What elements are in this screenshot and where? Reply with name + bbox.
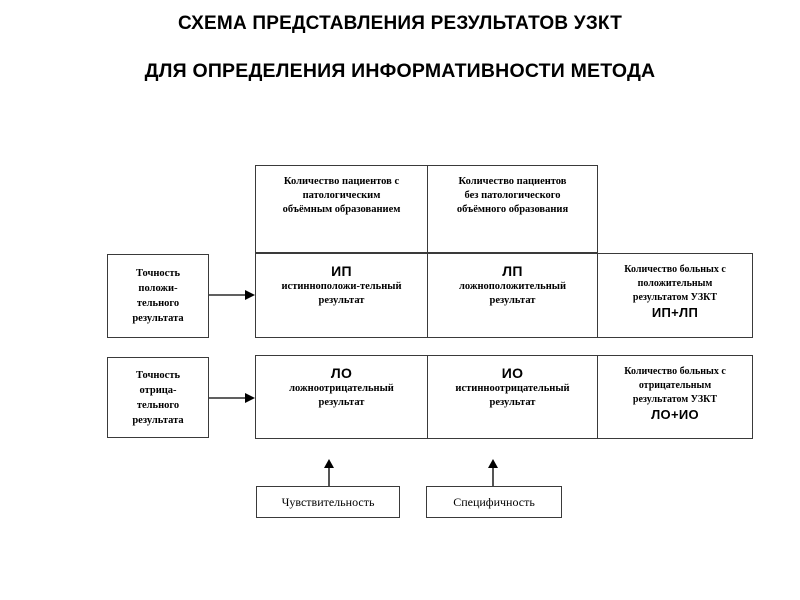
header-col2-line1: Количество пациентов [458,176,567,187]
total-negative-line3: результатом УЗКТ [632,394,718,405]
sensitivity-label: Чувствительность [281,495,375,509]
title-line-1: СХЕМА ПРЕДСТАВЛЕНИЯ РЕЗУЛЬТАТОВ УЗКТ [177,13,623,34]
total-negative-line2: отрицательным [638,380,712,391]
header-cell-without-pathology: Количество пациентов без патологического… [427,165,598,253]
cell-true-negative-desc2: результат [489,397,536,408]
header-col2-line2: без патологического [464,190,561,201]
label-positive-accuracy: Точность положи- тельного результата [107,254,209,338]
header-col1-line1: Количество пациентов с [283,176,400,187]
cell-false-negative-desc1: ложноотрицательный [289,383,394,394]
label-positive-line1: Точность [135,268,181,279]
cell-false-negative: ЛО ложноотрицательный результат [255,355,428,439]
cell-true-positive: ИП истинноположи-тельный результат [255,253,428,338]
box-specificity: Специфичность [426,486,562,518]
cell-true-positive-desc1: истинноположи-тельный [281,281,402,292]
total-negative-formula: ЛО+ИО [651,407,699,422]
label-positive-line2: положи- [138,283,178,294]
total-positive-line2: положительным [637,278,713,289]
page-title: СХЕМА ПРЕДСТАВЛЕНИЯ РЕЗУЛЬТАТОВ УЗКТ ДЛЯ… [0,14,800,82]
arrow-up-sensitivity-icon [322,459,336,487]
cell-true-positive-desc2: результат [318,295,365,306]
total-positive-line1: Количество больных с [624,264,726,275]
label-positive-line3: тельного [136,298,180,309]
cell-false-positive-code: ЛП [502,263,523,279]
header-cell-with-pathology: Количество пациентов с патологическим об… [255,165,428,253]
cell-true-positive-code: ИП [331,263,352,279]
box-sensitivity: Чувствительность [256,486,400,518]
cell-true-negative-code: ИО [501,365,524,381]
cell-total-positive: Количество больных с положительным резул… [597,253,753,338]
arrow-right-negative-icon [209,391,255,405]
cell-true-negative-desc1: истинноотрицательный [455,383,570,394]
header-col1-line3: объёмным образованием [282,204,401,215]
arrow-up-specificity-icon [486,459,500,487]
cell-false-negative-desc2: результат [318,397,365,408]
label-positive-line4: результата [132,313,184,324]
label-negative-line1: Точность [135,369,181,381]
specificity-label: Специфичность [453,495,535,509]
title-line-2: ДЛЯ ОПРЕДЕЛЕНИЯ ИНФОРМАТИВНОСТИ МЕТОДА [144,60,656,82]
label-negative-line2: отрица- [139,384,177,396]
arrow-right-positive-icon [209,288,255,302]
cell-false-positive: ЛП ложноположительный результат [427,253,598,338]
label-negative-accuracy: Точность отрица- тельного результата [107,357,209,438]
cell-false-positive-desc2: результат [489,295,536,306]
cell-false-positive-desc1: ложноположительный [458,281,567,292]
cell-false-negative-code: ЛО [330,365,353,381]
header-col2-line3: объёмного образования [456,204,569,215]
cell-true-negative: ИО истинноотрицательный результат [427,355,598,439]
cell-total-negative: Количество больных с отрицательным резул… [597,355,753,439]
label-negative-line4: результата [132,414,184,426]
total-positive-line3: результатом УЗКТ [632,292,718,303]
label-negative-line3: тельного [136,399,180,411]
header-col1-line2: патологическим [302,190,381,201]
total-positive-formula: ИП+ЛП [651,305,699,320]
total-negative-line1: Количество больных с [624,366,726,377]
